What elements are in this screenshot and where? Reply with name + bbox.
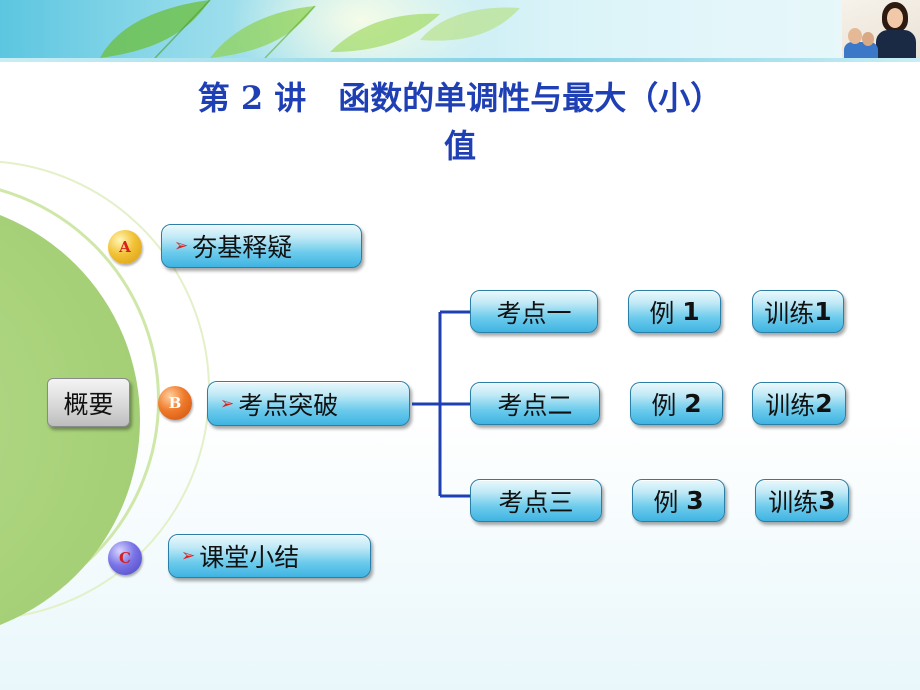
photo-face	[887, 8, 903, 28]
banner-divider	[0, 58, 920, 62]
section-label-b: 考点突破	[238, 390, 339, 420]
topic-label-3: 考点三	[498, 487, 574, 517]
practice-num-3: 3	[818, 486, 836, 515]
leaf-decoration-icon	[100, 0, 520, 58]
example-button-3[interactable]: 例 3	[632, 479, 725, 522]
topic-connector	[412, 310, 472, 498]
practice-label-1: 训练	[764, 298, 815, 328]
topic-label-1: 考点一	[496, 298, 572, 328]
badge-a-icon: A	[108, 230, 142, 264]
practice-label-2: 训练	[765, 390, 816, 420]
section-button-c[interactable]: ➢ 课堂小结	[168, 534, 371, 578]
example-button-1[interactable]: 例 1	[628, 290, 721, 333]
badge-b-icon: B	[158, 386, 192, 420]
title-line-1: 第 2 讲 函数的单调性与最大（小）	[197, 79, 723, 117]
example-num-3: 3	[686, 486, 704, 515]
example-label-3: 例	[653, 487, 679, 517]
title-line-2: 值	[443, 127, 476, 165]
top-banner	[0, 0, 920, 58]
photo-kids-body	[844, 42, 878, 58]
badge-c-icon: C	[108, 541, 142, 575]
topic-button-3[interactable]: 考点三	[470, 479, 602, 522]
section-button-a[interactable]: ➢ 夯基释疑	[161, 224, 362, 268]
arrow-icon: ➢	[181, 546, 196, 566]
example-label-1: 例	[649, 298, 675, 328]
example-num-1: 1	[682, 297, 700, 326]
arrow-icon: ➢	[174, 236, 189, 256]
section-label-a: 夯基释疑	[192, 233, 293, 262]
arrow-icon: ➢	[220, 393, 235, 414]
photo-kid-1	[848, 28, 862, 44]
page-title: 第 2 讲 函数的单调性与最大（小） 值	[0, 74, 920, 170]
practice-num-1: 1	[814, 297, 832, 326]
teacher-photo	[842, 0, 920, 58]
practice-label-3: 训练	[768, 487, 819, 517]
topic-label-2: 考点二	[497, 390, 573, 420]
topic-button-2[interactable]: 考点二	[470, 382, 600, 425]
practice-num-2: 2	[815, 389, 833, 418]
example-num-2: 2	[684, 389, 702, 418]
overview-button[interactable]: 概要	[47, 378, 130, 427]
photo-body	[876, 30, 916, 58]
overview-label: 概要	[63, 389, 114, 419]
photo-kid-2	[862, 32, 874, 46]
topic-button-1[interactable]: 考点一	[470, 290, 598, 333]
example-label-2: 例	[651, 390, 677, 420]
section-button-b[interactable]: ➢ 考点突破	[207, 381, 410, 426]
section-label-c: 课堂小结	[199, 543, 300, 572]
example-button-2[interactable]: 例 2	[630, 382, 723, 425]
